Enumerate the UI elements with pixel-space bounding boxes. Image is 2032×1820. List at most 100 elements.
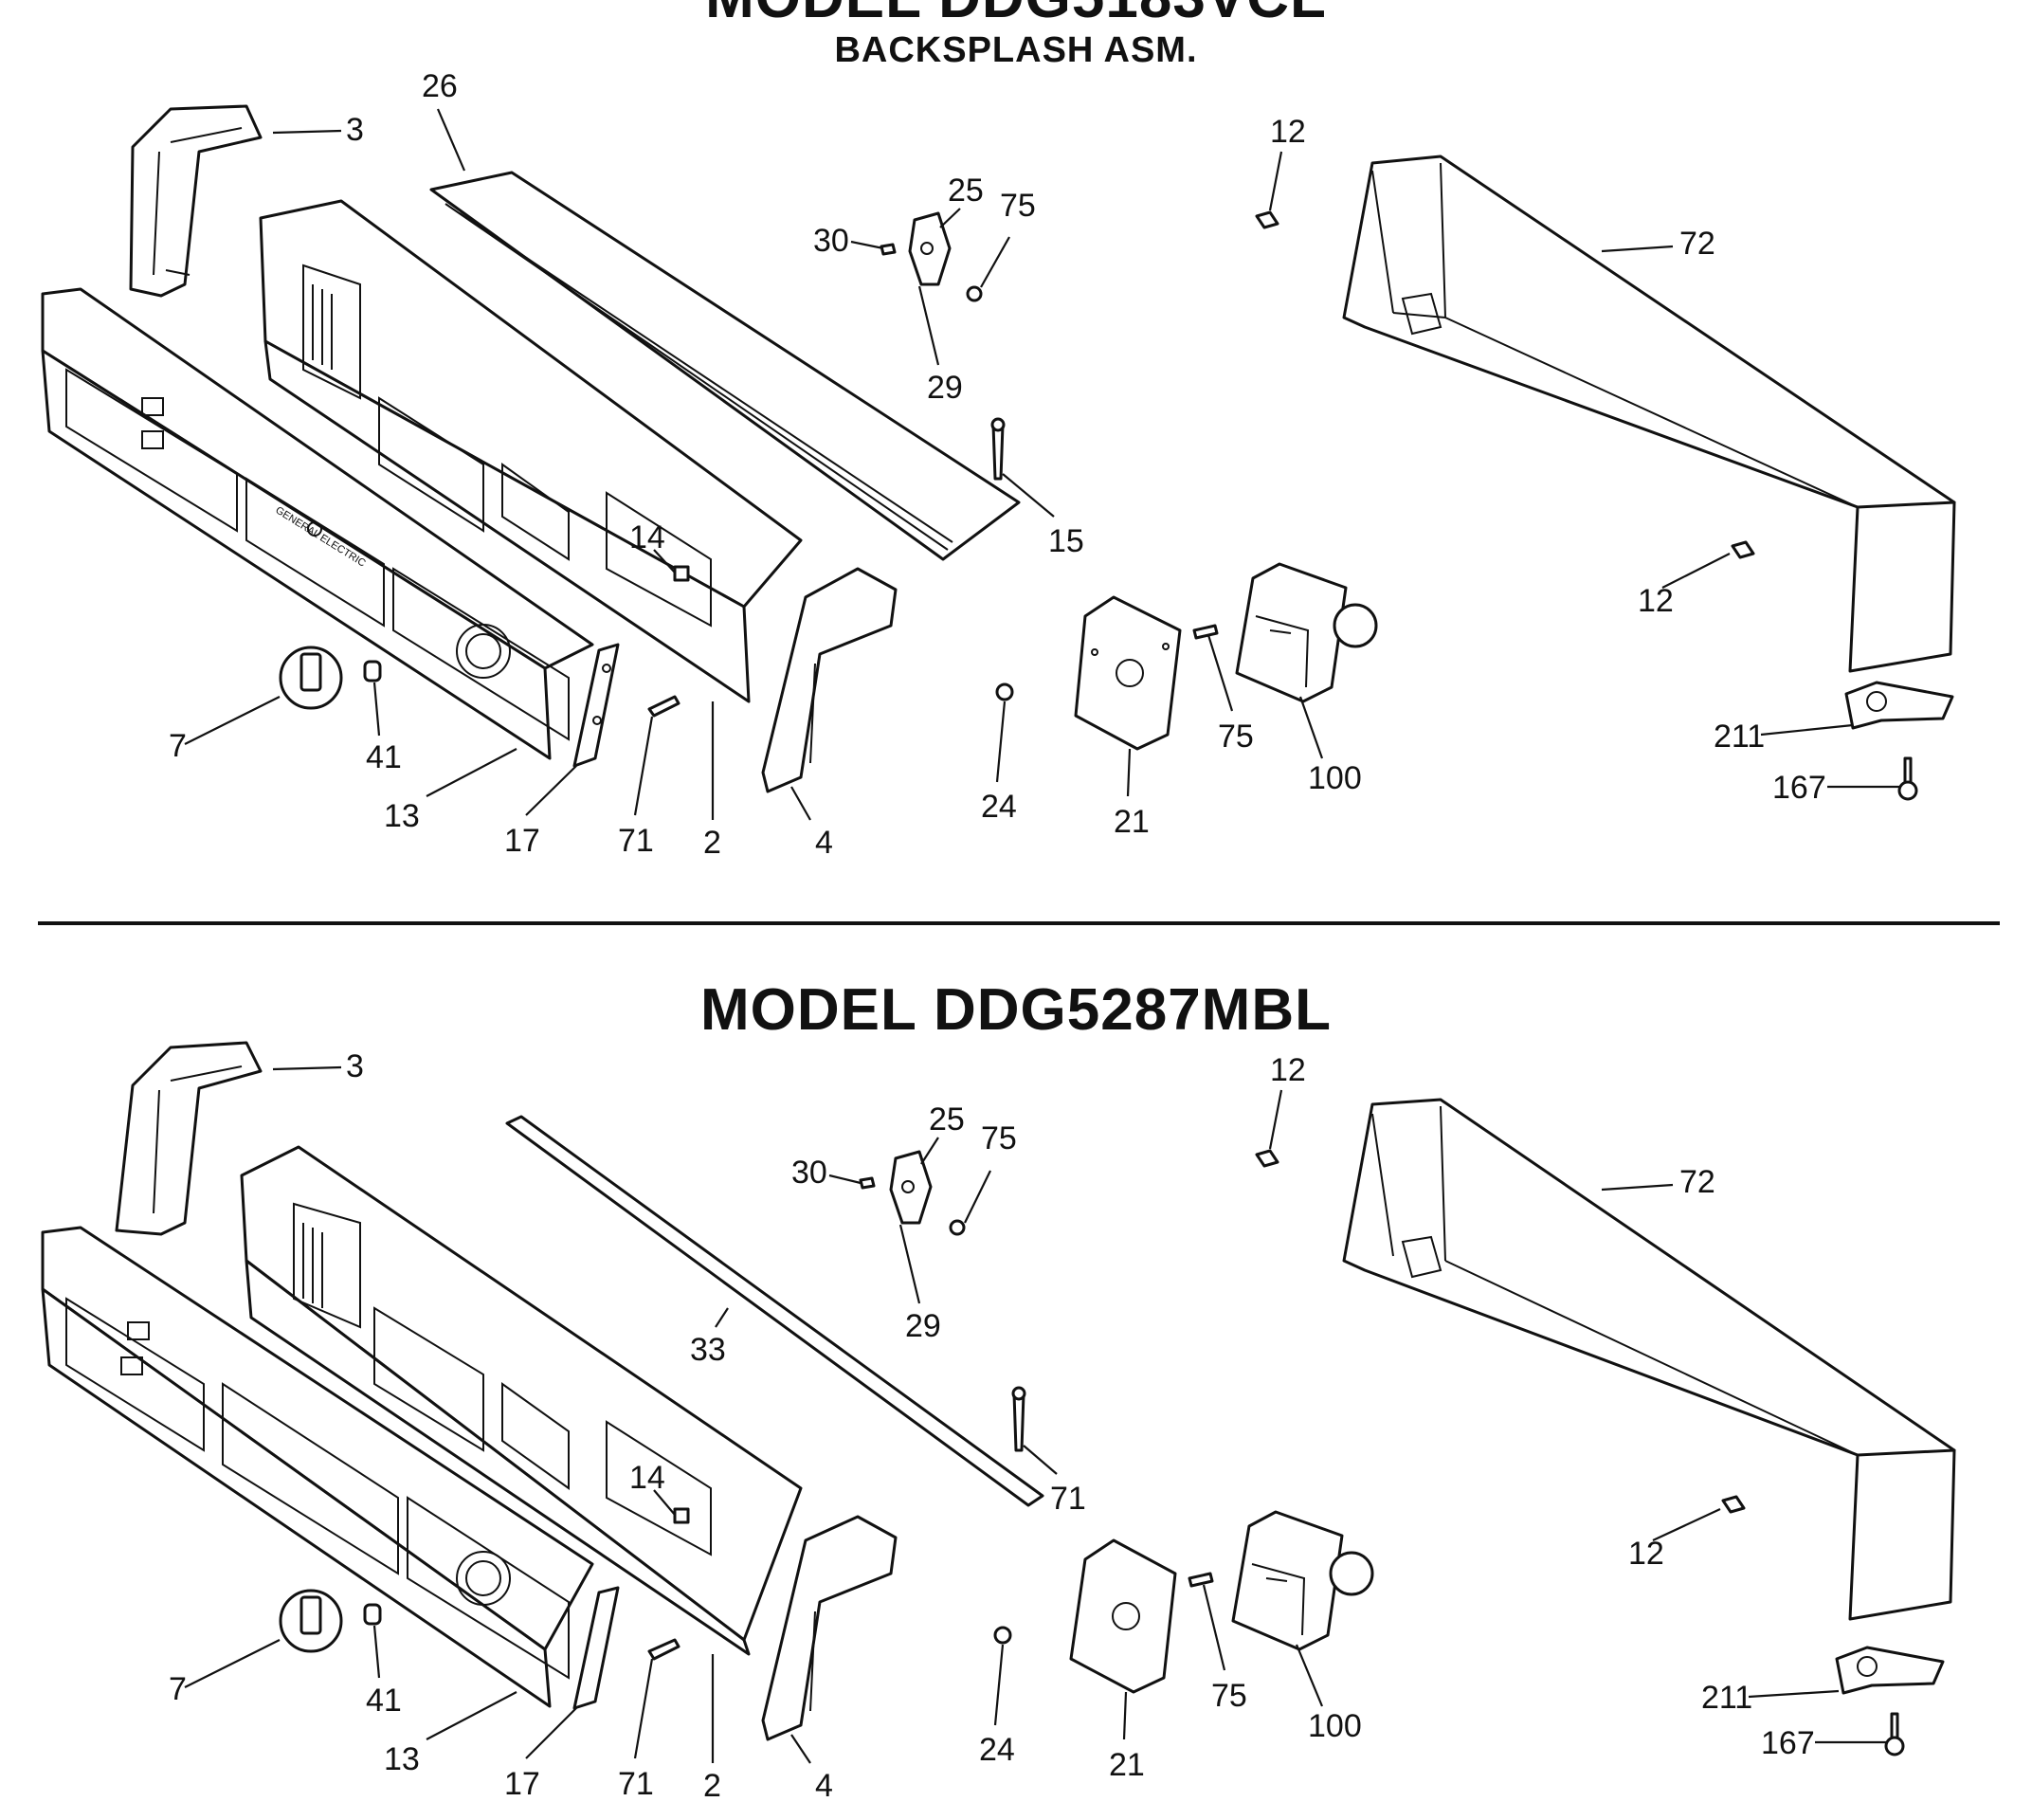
bottom-part-screw-75b xyxy=(1188,1572,1214,1588)
bottom-label-71a: 71 xyxy=(1050,1481,1086,1517)
top-part-clip-14 xyxy=(673,565,690,582)
bottom-part-mounting-plate xyxy=(1069,1538,1177,1694)
top-label-41: 41 xyxy=(366,739,402,775)
bottom-label-17: 17 xyxy=(504,1766,540,1802)
bottom-label-24: 24 xyxy=(979,1732,1015,1768)
top-part-clip-12a xyxy=(1255,210,1279,229)
top-part-end-cap-right xyxy=(761,567,898,793)
top-part-screw-167 xyxy=(1897,756,1918,801)
bottom-part-screw-75a xyxy=(949,1219,966,1236)
bottom-label-14: 14 xyxy=(629,1460,665,1496)
top-label-30: 30 xyxy=(813,223,849,259)
top-label-75a: 75 xyxy=(1000,188,1036,224)
top-label-29: 29 xyxy=(927,370,963,406)
top-label-2: 2 xyxy=(703,825,721,861)
top-model-title: MODEL DDG5183VCL xyxy=(0,0,2032,31)
top-label-72: 72 xyxy=(1679,226,1715,262)
bottom-part-rear-backsplash xyxy=(1342,1098,1956,1621)
top-label-211: 211 xyxy=(1714,719,1765,755)
bottom-label-72: 72 xyxy=(1679,1164,1715,1200)
top-part-console-body xyxy=(259,199,803,703)
bottom-part-numbers: 3 12 25 75 30 72 29 33 71 14 12 7 41 75 … xyxy=(169,1048,1815,1804)
bottom-part-screw-167 xyxy=(1884,1712,1905,1756)
bottom-part-switch-screw-30 xyxy=(859,1176,876,1190)
bottom-label-41: 41 xyxy=(366,1683,402,1719)
top-part-screw-75b xyxy=(1192,624,1219,640)
top-label-13: 13 xyxy=(384,798,420,834)
bottom-label-211: 211 xyxy=(1701,1680,1752,1716)
top-label-12a: 12 xyxy=(1270,114,1306,150)
bottom-model-title: MODEL DDG5287MBL xyxy=(700,977,1332,1043)
top-label-26: 26 xyxy=(422,68,458,104)
top-assembly-subtitle: BACKSPLASH ASM. xyxy=(834,30,1198,70)
bottom-label-25: 25 xyxy=(929,1101,965,1138)
top-part-trim-strip xyxy=(429,171,1021,561)
bottom-label-33: 33 xyxy=(690,1332,726,1368)
top-part-control-panel: GENERAL ELECTRIC xyxy=(41,287,594,760)
bottom-part-clip-14 xyxy=(673,1507,690,1524)
bottom-part-light-bracket xyxy=(572,1586,620,1710)
top-label-3: 3 xyxy=(346,112,364,148)
top-part-screw-24 xyxy=(995,682,1014,701)
top-label-4: 4 xyxy=(815,825,833,861)
top-label-75b: 75 xyxy=(1218,719,1254,755)
bottom-part-timer-knob xyxy=(279,1589,343,1653)
section-divider xyxy=(38,921,2000,925)
bottom-part-end-cap-left xyxy=(115,1041,263,1236)
bottom-label-12b: 12 xyxy=(1628,1536,1664,1572)
top-part-screw-71 xyxy=(647,695,680,718)
bottom-part-screw-71a xyxy=(1011,1386,1026,1452)
bottom-part-clip-12b xyxy=(1721,1495,1746,1514)
bottom-part-rear-bracket xyxy=(1835,1646,1945,1695)
bottom-label-12a: 12 xyxy=(1270,1052,1306,1088)
top-part-screw-15 xyxy=(990,417,1006,481)
top-label-24: 24 xyxy=(981,789,1017,825)
top-part-knob-spring xyxy=(363,660,382,682)
bottom-part-screw-71b xyxy=(647,1638,680,1661)
top-part-rear-backsplash xyxy=(1342,155,1956,673)
top-label-15: 15 xyxy=(1048,523,1084,559)
bottom-label-100: 100 xyxy=(1308,1708,1362,1744)
top-part-rear-bracket xyxy=(1844,681,1954,730)
top-part-light-bracket xyxy=(572,643,620,768)
top-label-12b: 12 xyxy=(1638,583,1674,619)
top-label-7: 7 xyxy=(169,728,187,764)
top-part-mounting-plate xyxy=(1074,595,1182,751)
top-part-switch xyxy=(908,211,952,286)
bottom-label-29: 29 xyxy=(905,1308,941,1344)
bottom-label-3: 3 xyxy=(346,1048,364,1084)
bottom-part-knob-spring xyxy=(363,1603,382,1626)
bottom-diagram: 3 12 25 75 30 72 29 33 71 14 12 7 41 75 … xyxy=(41,1041,1956,1804)
top-label-71: 71 xyxy=(618,823,654,859)
top-label-14: 14 xyxy=(629,519,665,555)
bottom-part-screw-24 xyxy=(993,1626,1012,1645)
top-part-screw-75a xyxy=(966,285,983,302)
bottom-label-4: 4 xyxy=(815,1768,833,1804)
bottom-label-13: 13 xyxy=(384,1741,420,1777)
top-diagram: GENERAL ELECTRIC xyxy=(41,68,1956,861)
bottom-leader-lines xyxy=(184,1065,1886,1764)
bottom-part-clip-12a xyxy=(1255,1149,1279,1168)
top-part-timer-motor xyxy=(1235,562,1378,703)
bottom-label-75b: 75 xyxy=(1211,1678,1247,1714)
top-part-timer-knob xyxy=(279,646,343,710)
bottom-label-7: 7 xyxy=(169,1671,187,1707)
top-label-167: 167 xyxy=(1772,770,1826,806)
bottom-part-switch xyxy=(889,1150,933,1225)
top-label-25: 25 xyxy=(948,173,984,209)
top-label-21: 21 xyxy=(1114,804,1150,840)
top-part-end-cap-left xyxy=(129,104,263,298)
bottom-part-end-cap-right xyxy=(761,1515,898,1741)
top-part-switch-screw-30 xyxy=(880,243,897,256)
top-part-numbers: 3 26 12 25 75 30 72 29 15 14 12 7 41 75 … xyxy=(169,68,1826,861)
top-leader-lines xyxy=(184,108,1899,821)
bottom-label-71b: 71 xyxy=(618,1766,654,1802)
bottom-label-2: 2 xyxy=(703,1768,721,1804)
top-part-clip-12b xyxy=(1731,540,1755,559)
bottom-label-21: 21 xyxy=(1109,1747,1145,1783)
bottom-label-30: 30 xyxy=(791,1155,827,1191)
bottom-label-75a: 75 xyxy=(981,1120,1017,1156)
top-label-17: 17 xyxy=(504,823,540,859)
